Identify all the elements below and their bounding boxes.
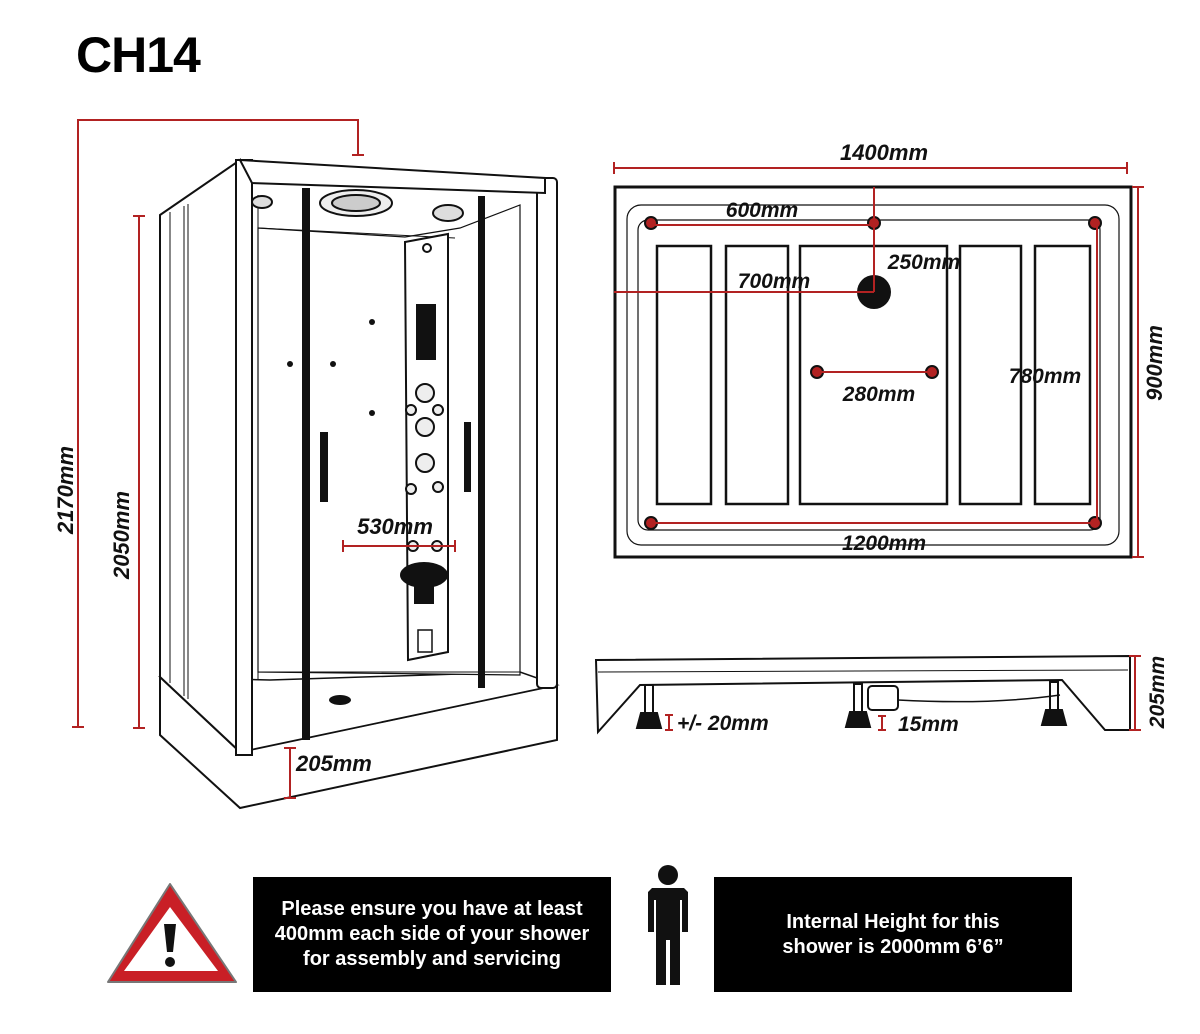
product-title: CH14 — [76, 27, 201, 83]
dim-foot-adjust: +/- 20mm — [677, 712, 769, 735]
dim-enclosure-height: 2050mm — [109, 491, 134, 580]
enclosure-dimension-lines — [72, 119, 456, 799]
dim-total-height: 2170mm — [53, 446, 78, 535]
dim-waste-clearance: 15mm — [898, 713, 959, 736]
dim-drain-offset-x: 600mm — [726, 199, 798, 222]
dim-drain-offset-long: 700mm — [738, 270, 810, 293]
warning-triangle-icon — [107, 883, 237, 983]
clearance-notice: Please ensure you have at least 400mm ea… — [253, 877, 611, 992]
tray-profile-view — [594, 654, 1131, 735]
dim-drain-offset-y: 250mm — [887, 251, 960, 274]
dim-tray-height-side: 205mm — [295, 751, 372, 776]
dim-panel-width: 530mm — [357, 514, 433, 539]
shower-enclosure-drawing — [158, 158, 560, 810]
dim-tray-height-profile: 205mm — [1146, 656, 1169, 729]
dim-inner-foot-span: 280mm — [842, 383, 915, 406]
tray-profile-dimension-lines — [665, 655, 1141, 731]
dim-foot-span-depth: 780mm — [1009, 365, 1081, 388]
dim-tray-length: 1400mm — [840, 140, 928, 165]
internal-height-notice: Internal Height for this shower is 2000m… — [714, 877, 1072, 992]
person-silhouette-icon — [648, 865, 688, 985]
dim-foot-span-length: 1200mm — [842, 532, 926, 555]
dim-tray-depth: 900mm — [1142, 325, 1167, 401]
tray-plan-dimension-lines — [613, 162, 1144, 558]
